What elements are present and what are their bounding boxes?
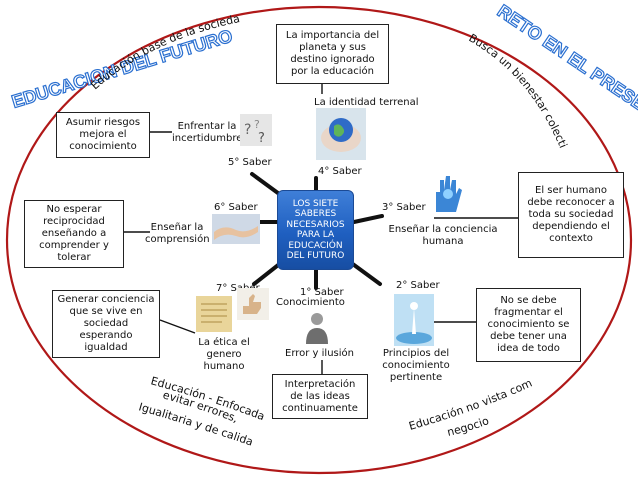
box-top: La importancia del planeta y sus destino… (276, 24, 389, 84)
handshake-image (212, 214, 260, 244)
topic-5-line: Enfrentar la (177, 121, 237, 132)
center-line: SABERES (294, 209, 337, 219)
svg-text:?: ? (258, 131, 265, 146)
topic-5-label: Enfrentar la incertidumbre (172, 121, 242, 145)
center-line: LOS SIETE (292, 198, 339, 209)
saber-3-label: 3° Saber (382, 202, 426, 213)
box-left-mid: No esperar reciprocidad enseñando a comp… (24, 200, 124, 268)
saber-5-label: 5° Saber (228, 157, 272, 168)
saber-1-label: 1° Saber (300, 287, 344, 298)
topic-7-label: La ética el genero humano (196, 337, 252, 373)
topic-2-line: conocimiento (382, 360, 450, 371)
topic-3-line: Enseñar la conciencia (388, 224, 498, 235)
thumbs-image (237, 288, 269, 320)
topic-2-line: Principios del (382, 348, 450, 359)
topic-2-line: pertinente (389, 372, 443, 383)
glowing-hand-image (426, 168, 468, 216)
box-left-bottom: Generar conciencia que se vive en socied… (52, 290, 160, 358)
spoke-right (352, 214, 384, 224)
box-right-top: El ser humano debe reconocer a toda su s… (518, 172, 624, 258)
spoke-bottom-right (348, 260, 382, 286)
water-figure-image (394, 294, 434, 346)
box-right-bottom: No se debe fragmentar el conocimiento se… (476, 288, 581, 362)
saber-2-label: 2° Saber (396, 280, 440, 291)
topic-4-label: La identidad terrenal (314, 97, 419, 108)
topic-2-label: Principios del conocimiento pertinente (381, 348, 451, 384)
topic-6-label: Enseñar la comprensión (145, 222, 210, 246)
topic-1-sublabel: Error y ilusión (285, 348, 354, 359)
document-image (196, 296, 232, 332)
saber-4-label: 4° Saber (318, 166, 362, 177)
topic-6-line: Enseñar la (150, 222, 204, 233)
svg-text:?: ? (244, 122, 251, 138)
center-line: PARA LA (296, 230, 335, 240)
topic-3-label: Enseñar la conciencia humana (386, 224, 500, 248)
earth-hands-image (316, 108, 366, 160)
topic-7-line: La ética el (198, 337, 250, 348)
person-image (303, 310, 331, 346)
topic-1-label: Conocimiento (276, 297, 345, 308)
box-bottom: Interpretación de las ideas continuament… (272, 374, 368, 419)
center-line: DEL FUTURO (286, 251, 345, 261)
outer-oval (5, 5, 633, 475)
center-line: NECESARIOS (286, 219, 345, 230)
topic-6-line: comprensión (145, 234, 210, 245)
saber-6-label: 6° Saber (214, 202, 258, 213)
box-left-top: Asumir riesgos mejora el conocimiento (56, 112, 150, 158)
topic-7-line: genero (206, 349, 242, 360)
question-marks-image: ? ? ? (240, 114, 272, 146)
svg-text:?: ? (254, 118, 260, 131)
center-node: LOS SIETE SABERES NECESARIOS PARA LA EDU… (277, 190, 354, 270)
center-line: EDUCACIÓN (288, 240, 343, 251)
topic-7-line: humano (203, 361, 245, 372)
connector-left-bottom (159, 319, 196, 334)
topic-3-line: humana (422, 236, 464, 247)
topic-5-line: incertidumbre (172, 133, 243, 144)
